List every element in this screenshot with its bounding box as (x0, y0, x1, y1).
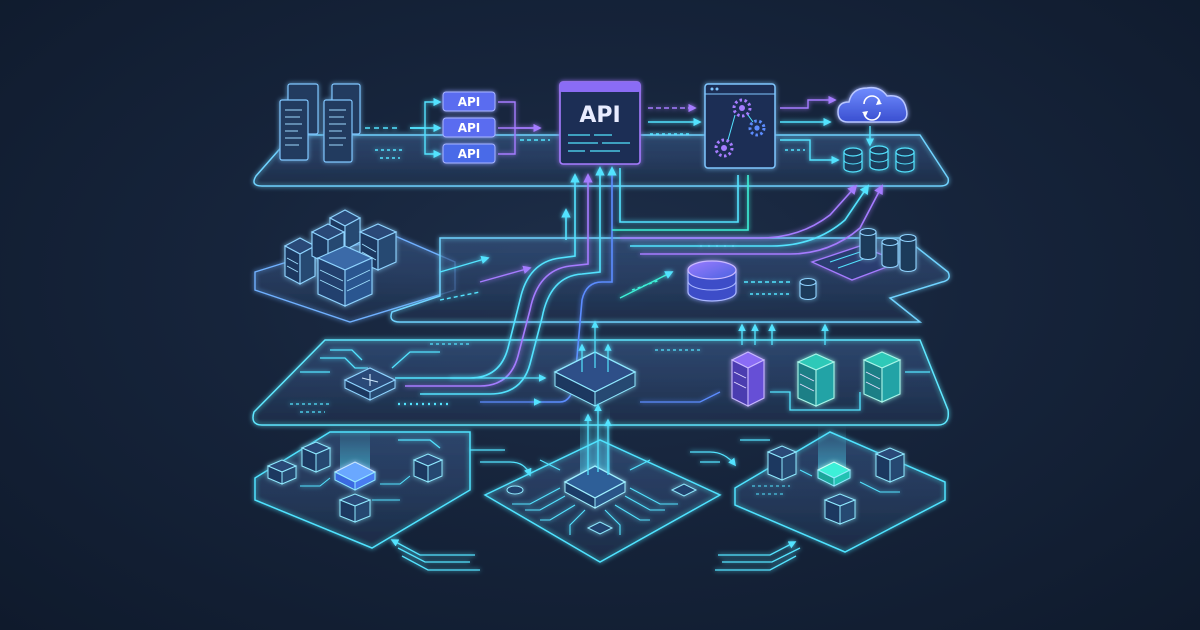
database-icon (799, 227, 917, 301)
light-beams (340, 405, 846, 475)
database-icon (843, 145, 915, 173)
gear-settings-icon (704, 83, 776, 169)
layer-three-right-traces (640, 323, 930, 411)
api-chip-3: API (442, 143, 496, 164)
api-gateway-label: API (579, 103, 620, 128)
document-stack-icon (279, 83, 361, 163)
database-icon (687, 260, 737, 302)
server-rack-icon (283, 209, 398, 307)
small-component-icons (506, 483, 698, 535)
api-chip-3-label: API (458, 147, 481, 161)
cloud-sync-icon (837, 86, 908, 123)
doc-to-api-connectors (365, 97, 442, 159)
gateway-to-orchestrator-connectors (648, 103, 702, 135)
orchestrator-to-cloud-connectors (780, 95, 875, 165)
network-switch-icon (343, 367, 397, 401)
api-gateway-icon: API (559, 81, 641, 165)
layer-three-left-traces (290, 343, 547, 413)
processor-chip-icon (563, 403, 627, 509)
server-rack-icon (730, 351, 902, 407)
server-rack-icon (752, 445, 906, 525)
second-layer-plate (390, 237, 950, 323)
bottom-interconnects (390, 439, 801, 571)
api-chip-2-label: API (458, 121, 481, 135)
api-chip-1-label: API (458, 95, 481, 109)
server-rack-icon (266, 441, 444, 523)
api-chip-2: API (442, 117, 496, 138)
circuit-board-traces (512, 459, 678, 535)
api-to-gateway-connectors (498, 101, 550, 155)
api-chip-1: API (442, 91, 496, 112)
central-signal-traces (395, 166, 883, 403)
processor-chip-icon (553, 320, 637, 407)
